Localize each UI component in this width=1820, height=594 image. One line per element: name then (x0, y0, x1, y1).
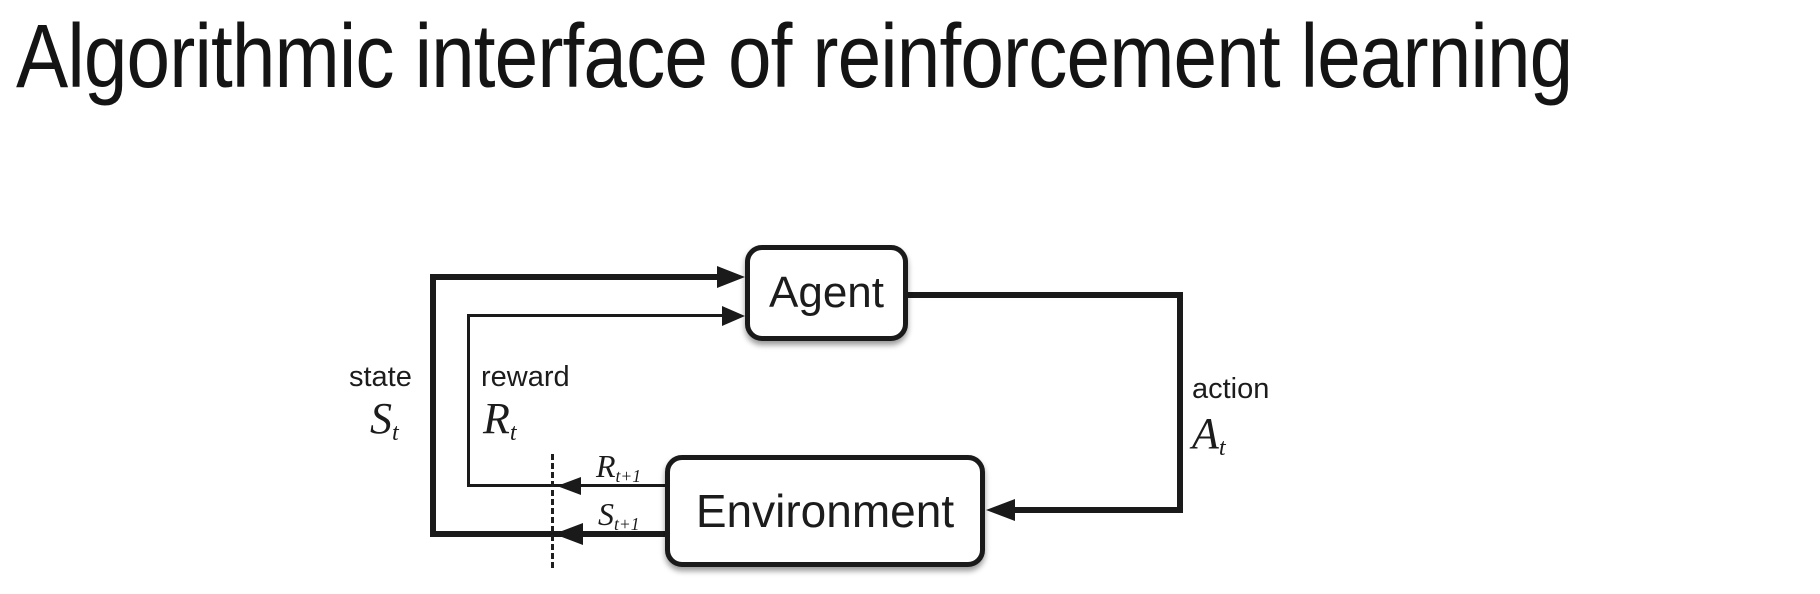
environment-node: Environment (665, 455, 985, 567)
reward-symbol: Rt (483, 394, 517, 446)
state-line-left (430, 274, 436, 537)
action-line-top (903, 292, 1183, 298)
action-line-bottom (1008, 507, 1183, 513)
reward-symbol-sub: t (509, 418, 517, 446)
state-line-bottom (430, 531, 668, 537)
page-title: Algorithmic interface of reinforcement l… (16, 7, 1573, 107)
next-reward-arrowhead (557, 477, 581, 495)
action-symbol-sub: t (1218, 433, 1226, 461)
next-state-symbol: St+1 (598, 496, 640, 534)
reward-arrowhead-into-agent (722, 306, 745, 326)
reward-line-top (467, 314, 726, 317)
next-state-arrowhead (554, 523, 583, 545)
state-arrowhead-into-agent (717, 266, 745, 288)
reward-label: reward (481, 361, 570, 393)
agent-node: Agent (745, 245, 908, 341)
action-arrowhead-into-environment (986, 499, 1015, 521)
action-label: action (1192, 373, 1270, 405)
next-state-symbol-sub: t+1 (614, 513, 640, 534)
state-symbol-sub: t (392, 418, 399, 446)
next-reward-symbol: Rt+1 (596, 448, 642, 486)
state-symbol: St (370, 394, 399, 446)
agent-label: Agent (769, 268, 884, 317)
action-line-right (1177, 292, 1183, 513)
environment-label: Environment (695, 485, 955, 537)
next-reward-symbol-sub: t+1 (615, 465, 642, 486)
action-symbol: At (1192, 409, 1226, 461)
state-line-top (430, 274, 726, 280)
state-label: state (349, 361, 412, 393)
reward-line-left (467, 314, 470, 487)
timestep-dashed-line (551, 454, 554, 568)
